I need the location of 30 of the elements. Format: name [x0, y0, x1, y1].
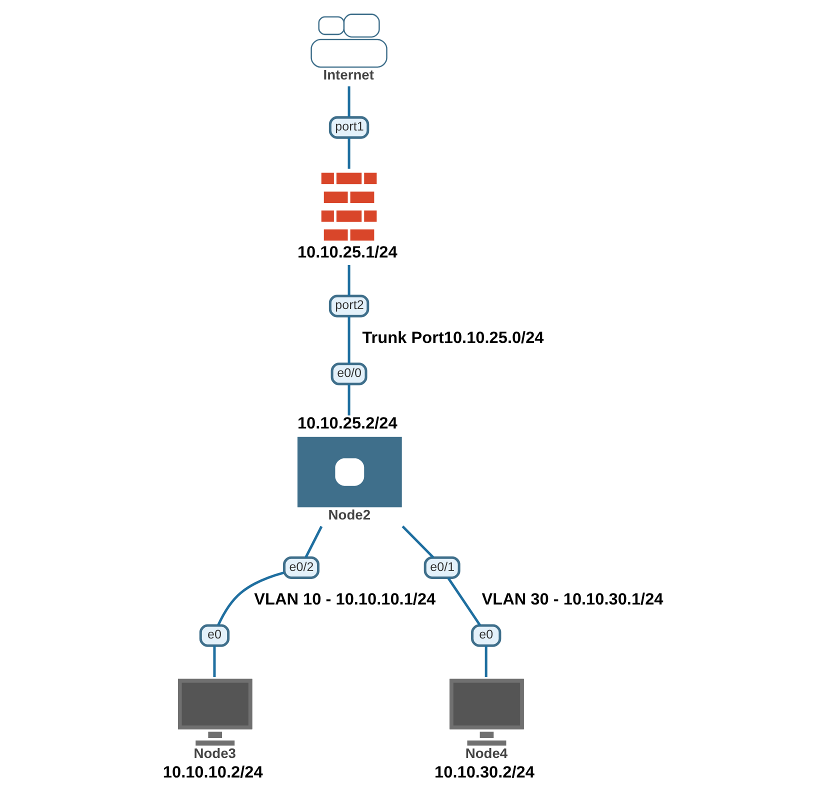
- connector: [401, 526, 434, 558]
- connector: [216, 571, 284, 626]
- node-box: port1: [328, 116, 369, 139]
- connector: [347, 86, 350, 117]
- connector: [347, 138, 350, 169]
- node-label: Node4: [464, 744, 508, 761]
- connector: [347, 316, 350, 364]
- node-label: Node2: [328, 506, 370, 523]
- node-label: 10.10.25.2/24: [296, 414, 397, 433]
- edge-label: VLAN 10 - 10.10.10.1/24: [254, 590, 436, 609]
- node-label: Internet: [322, 66, 374, 82]
- node-label: 10.10.30.2/24: [434, 764, 534, 782]
- node-box: e0: [198, 624, 230, 647]
- connector: [304, 526, 322, 558]
- node-box: port2: [328, 294, 369, 318]
- node-box: e0/1: [423, 556, 460, 579]
- node-label: 10.10.25.1/24: [296, 244, 397, 262]
- node-label: Node3: [193, 744, 236, 761]
- edge-label: VLAN 30 - 10.10.30.1/24: [481, 590, 663, 609]
- node-box: e0/2: [282, 556, 319, 579]
- connector: [347, 264, 350, 296]
- node-label: 10.10.10.2/24: [162, 764, 262, 782]
- connector: [347, 384, 350, 416]
- node-box: e0/0: [330, 362, 367, 386]
- edge-label: Trunk Port10.10.25.0/24: [362, 329, 544, 348]
- connector: [446, 577, 481, 626]
- connector: [212, 646, 216, 678]
- connector: [484, 646, 487, 678]
- node-box: e0: [470, 624, 501, 647]
- node-box: [296, 436, 402, 508]
